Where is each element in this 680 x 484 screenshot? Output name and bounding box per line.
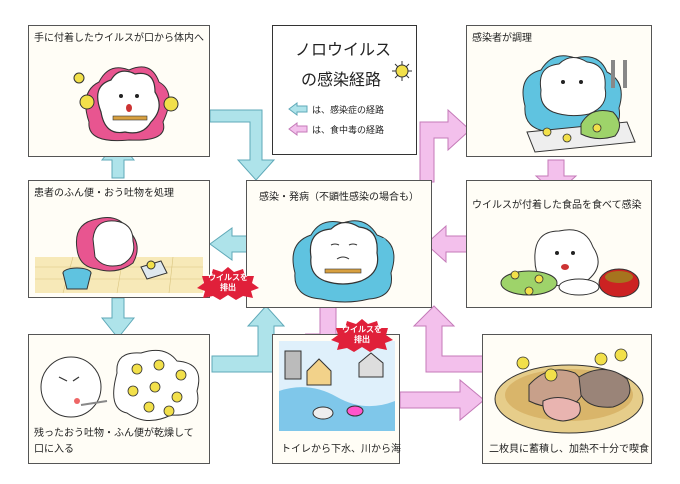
legend-infection: は、感染症の経路 [287,102,384,116]
badge-center-line1: ウイルスを [342,325,382,334]
caption-cook: 感染者が調理 [472,33,532,44]
virus-icon [392,61,412,81]
panel-shellfish: 二枚貝に蓄積し、加熱不十分で喫食 [482,334,652,464]
airborne-virus-illustration [40,349,200,421]
panel-cook: 感染者が調理 [466,25,652,157]
infection-arrow-hand-to-infection [209,109,276,181]
legend-food-label: は、食中毒の経路 [312,125,385,136]
panel-vomit-handling: 患者のふん便・おう吐物を処理 [28,180,210,298]
infected-cook-illustration [522,55,636,153]
badge-left-line2: 排出 [220,283,236,292]
caption-sewage: トイレから下水、川から海 [281,444,401,455]
food-arrow-infection-to-cook [419,108,471,183]
title-box: ノロウイルス の感染経路 は、感染症の経路 は、食中毒の経路 [272,25,417,155]
caption-food-eaten: ウイルスが付着した食品を食べて感染 [472,200,642,211]
panel-sewage: トイレから下水、川から海 [272,334,401,464]
panel-infection: 感染・発病（不顕性感染の場合も） [246,180,432,308]
panel-hand-to-mouth: 手に付着したウイルスが口から体内へ [28,25,210,157]
sick-character-illustration [292,220,395,303]
vomit-cleanup-illustration [35,217,203,294]
diagram-title-line1: ノロウイルス [295,40,392,59]
virus-excreted-badge-center: ウイルスを 排出 [330,318,394,352]
caption-infection: 感染・発病（不顕性感染の場合も） [259,192,419,203]
badge-burst-icon [197,267,259,300]
diagram-title-line2: の感染経路 [301,70,382,89]
legend-infection-label: は、感染症の経路 [312,105,385,116]
badge-center-line2: 排出 [354,335,370,344]
infection-arrow-infection-to-vomit [209,227,251,261]
food-arrow-sewage-to-shellfish [399,378,485,422]
panel-food-eaten: ウイルスが付着した食品を食べて感染 [466,180,652,308]
shellfish-basket-illustration [494,348,644,434]
infection-arrow-vomit-down [100,297,136,339]
caption-dried-line1: 残ったおう吐物・ふん便が乾燥して [34,428,194,439]
toilet-river-sea-illustration [279,341,395,431]
badge-burst-icon [331,319,393,352]
food-arrow-shellfish-to-infection [412,305,499,373]
character-touching-mouth-illustration [73,66,179,142]
legend-infection-arrow-icon [288,102,308,116]
caption-shellfish: 二枚貝に蓄積し、加熱不十分で喫食 [489,444,649,455]
caption-hand-to-mouth: 手に付着したウイルスが口から体内へ [34,33,204,44]
caption-dried-line2: 口に入る [34,444,74,455]
badge-left-line1: ウイルスを [208,273,248,282]
virus-excreted-badge-left: ウイルスを 排出 [196,266,260,300]
food-arrow-food-to-infection [425,224,471,264]
legend-food-arrow-icon [288,122,308,136]
panel-dried-vomit: 残ったおう吐物・ふん便が乾燥して 口に入る [28,334,210,464]
legend-food-poisoning: は、食中毒の経路 [287,122,384,136]
caption-vomit-handling: 患者のふん便・おう吐物を処理 [34,188,174,199]
infection-arrow-dried-to-infection [211,305,286,373]
eating-food-illustration [500,229,640,298]
